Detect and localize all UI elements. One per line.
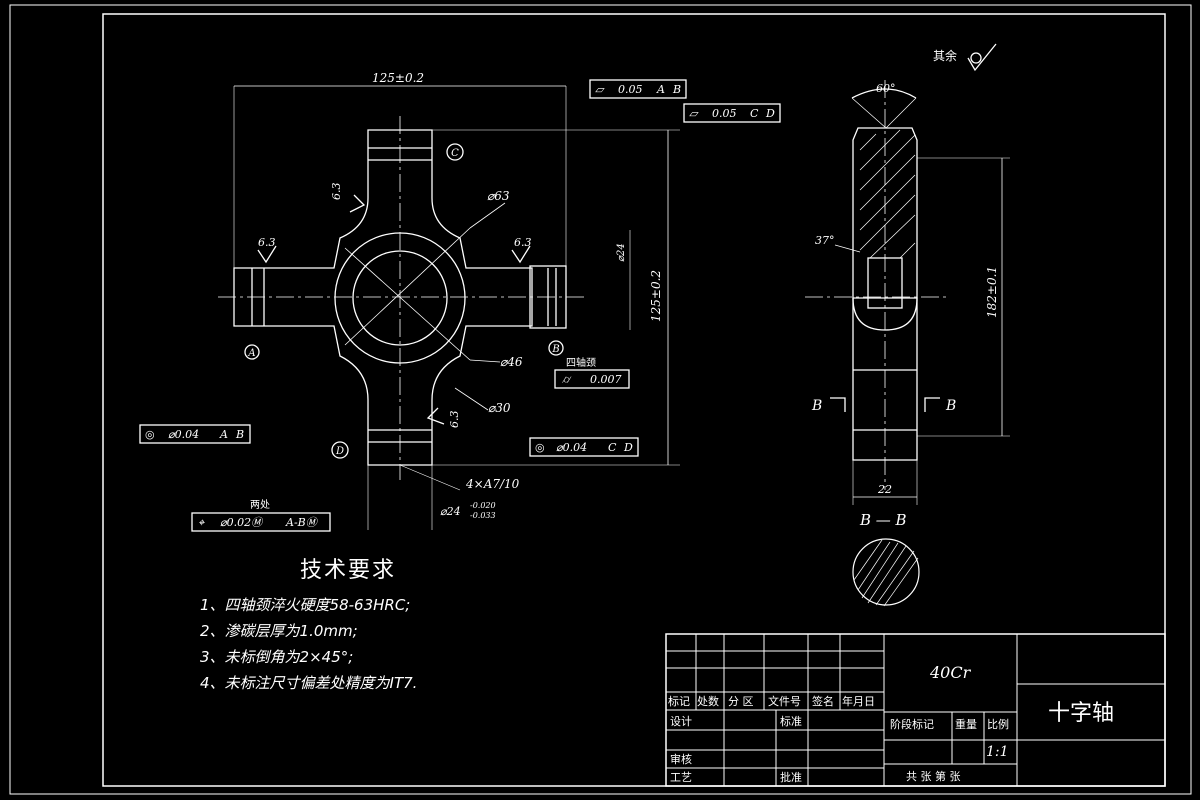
tol-right-datum-d: D [623, 441, 633, 454]
roughness-left: 6.3 [258, 236, 276, 249]
tb-col-file: 文件号 [768, 694, 801, 708]
dim-shaft-tol-upper: -0.020 [470, 501, 496, 510]
tol-right-datum-c: C [608, 441, 617, 454]
tb-design: 设计 [670, 715, 692, 728]
dim-chamfer-angle: 60° [876, 82, 896, 95]
section-label: B — B [859, 511, 907, 529]
tb-stage-mark: 阶段标记 [890, 717, 934, 731]
tol-cyl-value: 0.007 [590, 373, 622, 386]
tol-second-value: 0.05 [712, 107, 737, 120]
dim-shaft-diam-h: ⌀24 [440, 505, 461, 518]
outer-border [9, 4, 1192, 795]
tb-material: 40Cr [929, 663, 972, 682]
side-view [805, 43, 1010, 505]
roughness-top: 6.3 [330, 183, 343, 201]
dim-side-height: 182±0.1 [985, 266, 999, 318]
tol-left-datum-b: B [235, 428, 244, 441]
tol-second-datum-c: C [750, 107, 759, 120]
datum-a: A [247, 348, 255, 359]
datum-c: C [451, 148, 459, 159]
tb-col-date: 年月日 [842, 694, 875, 708]
tol-second-datum-d: D [765, 107, 775, 120]
roughness-remaining-label: 其余 [933, 48, 957, 63]
tb-ratio: 比例 [987, 717, 1009, 731]
section-marker-left: B [811, 398, 822, 414]
tb-sheets: 共 张 第 张 [906, 769, 961, 783]
tb-weight: 重量 [955, 717, 977, 731]
roughness-right: 6.3 [514, 236, 532, 249]
tol-cyl-label: 四轴颈 [566, 356, 596, 369]
tol-top-datum-a: A [656, 83, 665, 96]
tb-process: 工艺 [670, 771, 692, 784]
tol-left-symbol: ◎ [145, 428, 155, 441]
tol-left-value: ⌀0.04 [168, 428, 199, 441]
tech-req-item-2: 2、渗碳层厚为1.0mm; [200, 622, 358, 640]
datum-b: B [551, 344, 559, 355]
dim-shaft-tol-lower: -0.033 [470, 511, 496, 520]
tb-approve: 批准 [780, 770, 802, 784]
tb-col-mark: 标记 [668, 694, 690, 708]
tol-right-symbol: ◎ [535, 441, 545, 454]
dim-side-width: 22 [877, 483, 892, 496]
dim-overall-height: 125±0.2 [649, 270, 663, 322]
technical-requirements: 技术要求 1、四轴颈淬火硬度58-63HRC; 2、渗碳层厚为1.0mm; 3、… [200, 552, 417, 696]
section-marker-right: B [945, 398, 956, 414]
tol-cyl-symbol: ⌭ [562, 373, 572, 386]
tol-top-symbol: ⏥ [595, 83, 605, 96]
dim-holes: 4×A7/10 [465, 477, 520, 491]
tol-left-datum-a: A [219, 428, 228, 441]
roughness-bottom: 6.3 [448, 411, 461, 429]
tol-pos-symbol: ⌖ [198, 516, 205, 529]
front-view [139, 79, 781, 532]
tol-pos-datum: A-BⓂ [285, 516, 319, 529]
tech-req-item-4: 4、未标注尺寸偏差处精度为IT7. [200, 674, 418, 692]
tb-review: 审核 [670, 752, 692, 766]
dim-diam-46: ⌀46 [500, 355, 523, 369]
dim-shaft-diam-v: ⌀24 [616, 243, 627, 262]
tol-pos-value: ⌀0.02Ⓜ [220, 516, 264, 529]
dim-diam-63: ⌀63 [487, 189, 510, 203]
datum-d: D [335, 446, 344, 457]
tol-right-value: ⌀0.04 [556, 441, 587, 454]
tech-req-title: 技术要求 [300, 558, 397, 583]
dim-cone-angle: 37° [815, 234, 835, 247]
tb-part-name: 十字轴 [1048, 701, 1114, 726]
tech-req-item-3: 3、未标倒角为2×45°; [200, 648, 354, 666]
tb-col-zone: 分 区 [728, 695, 754, 708]
section-b-b [852, 538, 920, 607]
dim-overall-width: 125±0.2 [372, 71, 424, 85]
dim-diam-30: ⌀30 [488, 401, 511, 415]
tb-standard: 标准 [780, 714, 802, 728]
title-block [665, 633, 1166, 787]
tb-col-count: 处数 [697, 695, 719, 708]
tech-req-item-1: 1、四轴颈淬火硬度58-63HRC; [200, 596, 411, 614]
tol-top-value: 0.05 [618, 83, 643, 96]
tol-pos-label: 两处 [250, 499, 270, 511]
tb-scale: 1:1 [986, 744, 1009, 760]
tb-col-sign: 签名 [812, 694, 834, 708]
inner-border [102, 13, 1166, 787]
tol-top-datum-b: B [672, 83, 681, 96]
tol-second-symbol: ⏥ [689, 107, 699, 120]
